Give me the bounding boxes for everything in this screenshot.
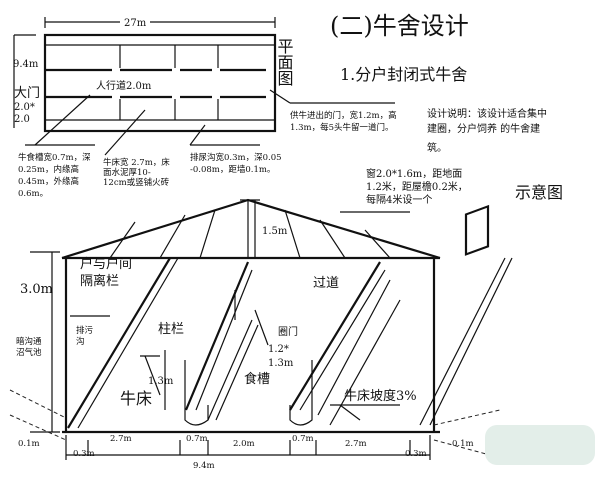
bed-note-line: 面水泥厚10- — [103, 167, 151, 178]
roof-height-dim: 1.5m — [262, 226, 288, 237]
design-note-line: 设计说明：该设计适合集中 — [427, 107, 547, 120]
title: (二)牛舍设计 — [330, 12, 469, 40]
drain-note: 排尿沟宽0.3m，深0.05 -0.08m，距墙0.1m。 — [190, 152, 282, 175]
pen-door-label: 1.2* — [268, 344, 289, 355]
section-view: 1.5m 3.0m — [9, 198, 513, 456]
plan-aisle: 人行道2.0m — [96, 79, 152, 92]
plan-label: 平面图 — [275, 38, 294, 86]
door-note: 供牛进出的门，宽1.2m，高 1.3m，每5头牛留一道门。 — [290, 110, 397, 133]
dim-left-bed: 2.7m — [110, 434, 132, 444]
plan-label-text: 平面图 — [275, 38, 294, 86]
plan-width-dim: 27m — [124, 18, 147, 29]
window-note-line: 每隔4米设一个 — [366, 193, 432, 206]
gate-label: 大门 — [14, 86, 40, 101]
dim-right-drain: 0.3m — [405, 449, 427, 459]
gate-size-1: 2.0* — [14, 102, 35, 113]
drain-label: 沟 — [76, 336, 85, 347]
pen-door-label: 圈门 — [278, 325, 298, 338]
plan-view: 27m 9.4m 大门 2.0* 2.0 人行道2.0m — [13, 15, 395, 156]
door-note-line: 供牛进出的门，宽1.2m，高 — [290, 110, 397, 121]
biogas-label: 暗沟通 — [16, 336, 42, 347]
bed-note-line: 12cm或竖铺火砖 — [103, 177, 170, 188]
bed-slope-label: 牛床坡度3% — [344, 388, 417, 404]
drain-label: 排污 — [76, 325, 94, 336]
biogas-label: 沼气池 — [16, 347, 42, 358]
section-dimensions: 0.1m 0.3m 2.7m 0.7m 2.0m 0.7m 2.7m 0.3m … — [18, 434, 474, 471]
trough-note-line: 0.6m。 — [18, 189, 48, 199]
rail-height-dim: 1.3m — [148, 376, 174, 387]
door-note-line: 1.3m，每5头牛留一道门。 — [290, 122, 394, 133]
window-note: 窗2.0*1.6m，距地面 1.2米，距屋檐0.2米， 每隔4米设一个 — [366, 167, 468, 206]
subtitle: 1.分户封闭式牛舍 — [340, 65, 467, 84]
dim-left-drain: 0.3m — [73, 449, 95, 459]
dim-right-bed: 2.7m — [345, 439, 367, 449]
dim-left-gap: 0.1m — [18, 439, 40, 449]
bed-label: 牛床 — [120, 389, 152, 408]
dim-total: 9.4m — [193, 461, 215, 471]
bed-note-line: 牛床宽 2.7m，床 — [103, 157, 170, 168]
drain-note-line: 排尿沟宽0.3m，深0.05 — [190, 152, 282, 163]
dim-right-trough: 0.7m — [292, 434, 314, 444]
trough-note-line: 牛食槽宽0.7m，深 — [18, 152, 91, 163]
pen-door-label: 1.3m — [268, 358, 294, 369]
section-label: 示意图 — [515, 183, 563, 202]
gate-size-2: 2.0 — [14, 114, 30, 125]
partition-label: 隔离栏 — [80, 273, 119, 289]
drain-note-line: -0.08m，距墙0.1m。 — [190, 164, 275, 175]
design-note: 设计说明：该设计适合集中 建圈，分户饲养 的牛舍建 筑。 — [427, 107, 547, 154]
design-note-line: 建圈，分户饲养 的牛舍建 — [427, 122, 540, 135]
trough-label: 食槽 — [244, 371, 270, 387]
dim-left-trough: 0.7m — [186, 434, 208, 444]
window-note-line: 1.2米，距屋檐0.2米， — [366, 180, 468, 193]
bed-note: 牛床宽 2.7m，床 面水泥厚10- 12cm或竖铺火砖 — [103, 157, 170, 188]
design-note-line: 筑。 — [427, 141, 447, 154]
section-labels: 户与户间 隔离栏 过道 排污 沟 暗沟通 沼气池 柱栏 圈门 1.2* 1.3m… — [16, 256, 417, 408]
dim-right-gap: 0.1m — [452, 439, 474, 449]
trough-note: 牛食槽宽0.7m，深 0.25m，内缘高 0.45m，外缘高 0.6m。 — [18, 152, 91, 199]
aisle-label: 过道 — [313, 276, 339, 291]
window-note-line: 窗2.0*1.6m，距地面 — [366, 167, 462, 180]
watermark-blur — [485, 425, 595, 465]
post-rail-label: 柱栏 — [158, 322, 184, 337]
partition-label: 户与户间 — [80, 256, 132, 272]
plan-depth-dim: 9.4m — [13, 59, 39, 70]
trough-note-line: 0.25m，内缘高 — [18, 164, 79, 175]
wall-height-dim: 3.0m — [20, 282, 53, 297]
dim-aisle: 2.0m — [233, 439, 255, 449]
trough-note-line: 0.45m，外缘高 — [18, 176, 79, 187]
